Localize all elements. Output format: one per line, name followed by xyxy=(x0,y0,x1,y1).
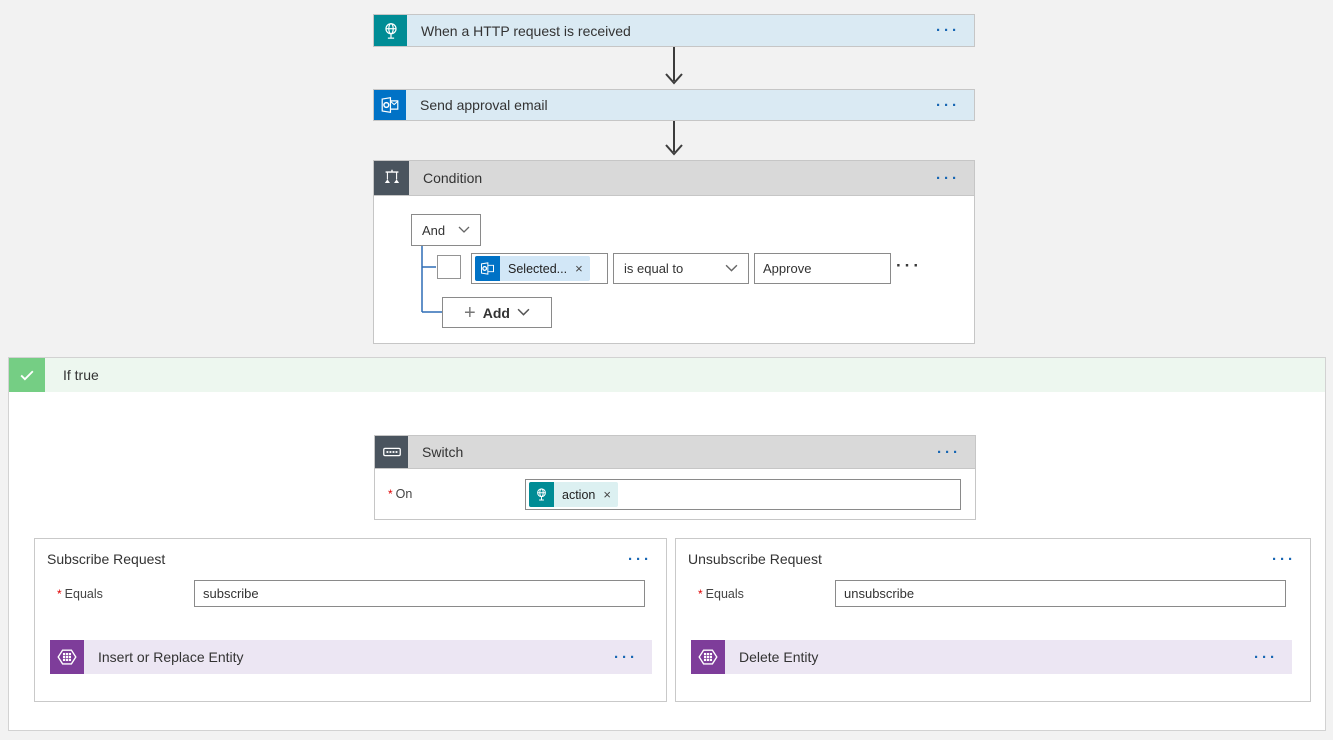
case-equals-field[interactable] xyxy=(835,580,1286,607)
case-card-unsubscribe: Unsubscribe Request ··· *Equals De xyxy=(675,538,1311,702)
condition-row-checkbox[interactable] xyxy=(437,255,461,279)
condition-card: Condition ··· And Selected... × i xyxy=(373,160,975,344)
case-equals-input[interactable] xyxy=(836,581,1285,606)
email-card-title: Send approval email xyxy=(420,97,548,113)
switch-card: Switch ··· *On action × xyxy=(374,435,976,520)
condition-value-field[interactable] xyxy=(754,253,891,284)
chevron-down-icon xyxy=(725,264,738,272)
comparison-dropdown[interactable]: is equal to xyxy=(613,253,749,284)
insert-or-replace-entity-card[interactable]: Insert or Replace Entity ··· xyxy=(50,640,652,674)
condition-title: Condition xyxy=(423,170,483,186)
switch-on-token-remove-icon[interactable]: × xyxy=(603,487,611,502)
case-menu-button[interactable]: ··· xyxy=(1272,550,1296,568)
trigger-menu-button[interactable]: ··· xyxy=(936,22,960,39)
case-equals-field[interactable] xyxy=(194,580,645,607)
condition-menu-button[interactable]: ··· xyxy=(936,169,960,187)
condition-header[interactable]: Condition ··· xyxy=(374,161,974,196)
switch-on-field[interactable]: action × xyxy=(525,479,961,510)
required-asterisk: * xyxy=(698,587,703,601)
required-asterisk: * xyxy=(57,587,62,601)
email-menu-button[interactable]: ··· xyxy=(936,96,960,114)
switch-menu-button[interactable]: ··· xyxy=(937,443,961,461)
condition-icon xyxy=(374,161,409,195)
table-storage-icon xyxy=(691,640,725,674)
case-equals-label: *Equals xyxy=(57,587,103,601)
condition-operand-field[interactable]: Selected... × xyxy=(471,253,608,284)
connector-arrow-down xyxy=(665,121,683,156)
trigger-title: When a HTTP request is received xyxy=(421,22,631,39)
action-menu-button[interactable]: ··· xyxy=(614,648,638,666)
if-true-header[interactable]: If true xyxy=(9,358,1325,392)
send-approval-email-card[interactable]: Send approval email ··· xyxy=(373,89,975,121)
switch-on-token-label: action xyxy=(562,487,596,502)
switch-header[interactable]: Switch ··· xyxy=(375,436,975,469)
action-menu-button[interactable]: ··· xyxy=(1254,648,1278,666)
group-operator-dropdown[interactable]: And xyxy=(411,214,481,246)
trigger-card[interactable]: When a HTTP request is received ··· xyxy=(373,14,975,47)
case-title: Unsubscribe Request xyxy=(688,551,822,567)
delete-entity-card[interactable]: Delete Entity ··· xyxy=(691,640,1292,674)
http-request-icon xyxy=(374,15,407,46)
case-title: Subscribe Request xyxy=(47,551,166,567)
group-operator-value: And xyxy=(422,222,446,238)
condition-row-menu-button[interactable]: ··· xyxy=(896,256,922,275)
operand-token-chip[interactable]: Selected... × xyxy=(475,256,590,281)
case-card-subscribe: Subscribe Request ··· *Equals Inse xyxy=(34,538,667,702)
case-menu-button[interactable]: ··· xyxy=(628,550,652,568)
case-equals-label: *Equals xyxy=(698,587,744,601)
switch-on-token-chip[interactable]: action × xyxy=(529,482,618,507)
connector-arrow-down xyxy=(665,47,683,85)
switch-icon xyxy=(375,436,408,468)
required-asterisk: * xyxy=(388,487,393,501)
if-true-branch-container: If true Switch ··· *On xyxy=(8,357,1326,731)
chevron-down-icon xyxy=(517,308,530,316)
http-request-icon xyxy=(529,482,554,507)
plus-icon: + xyxy=(464,301,476,324)
chevron-down-icon xyxy=(458,226,470,233)
case-equals-input[interactable] xyxy=(195,581,644,606)
if-true-label: If true xyxy=(63,367,99,383)
condition-value-input[interactable] xyxy=(755,254,890,283)
table-storage-icon xyxy=(50,640,84,674)
comparison-value: is equal to xyxy=(624,261,684,276)
action-title: Delete Entity xyxy=(739,649,819,665)
switch-on-label: *On xyxy=(388,487,413,501)
add-button-label: Add xyxy=(482,304,510,321)
condition-add-button[interactable]: + Add xyxy=(442,297,552,328)
outlook-icon xyxy=(374,90,406,120)
operand-token-remove-icon[interactable]: × xyxy=(575,261,583,276)
condition-tree-lines xyxy=(421,246,442,313)
action-title: Insert or Replace Entity xyxy=(98,649,244,665)
operand-token-label: Selected... xyxy=(508,261,568,276)
check-icon xyxy=(9,358,45,392)
switch-title: Switch xyxy=(422,444,464,460)
outlook-icon xyxy=(475,256,500,281)
